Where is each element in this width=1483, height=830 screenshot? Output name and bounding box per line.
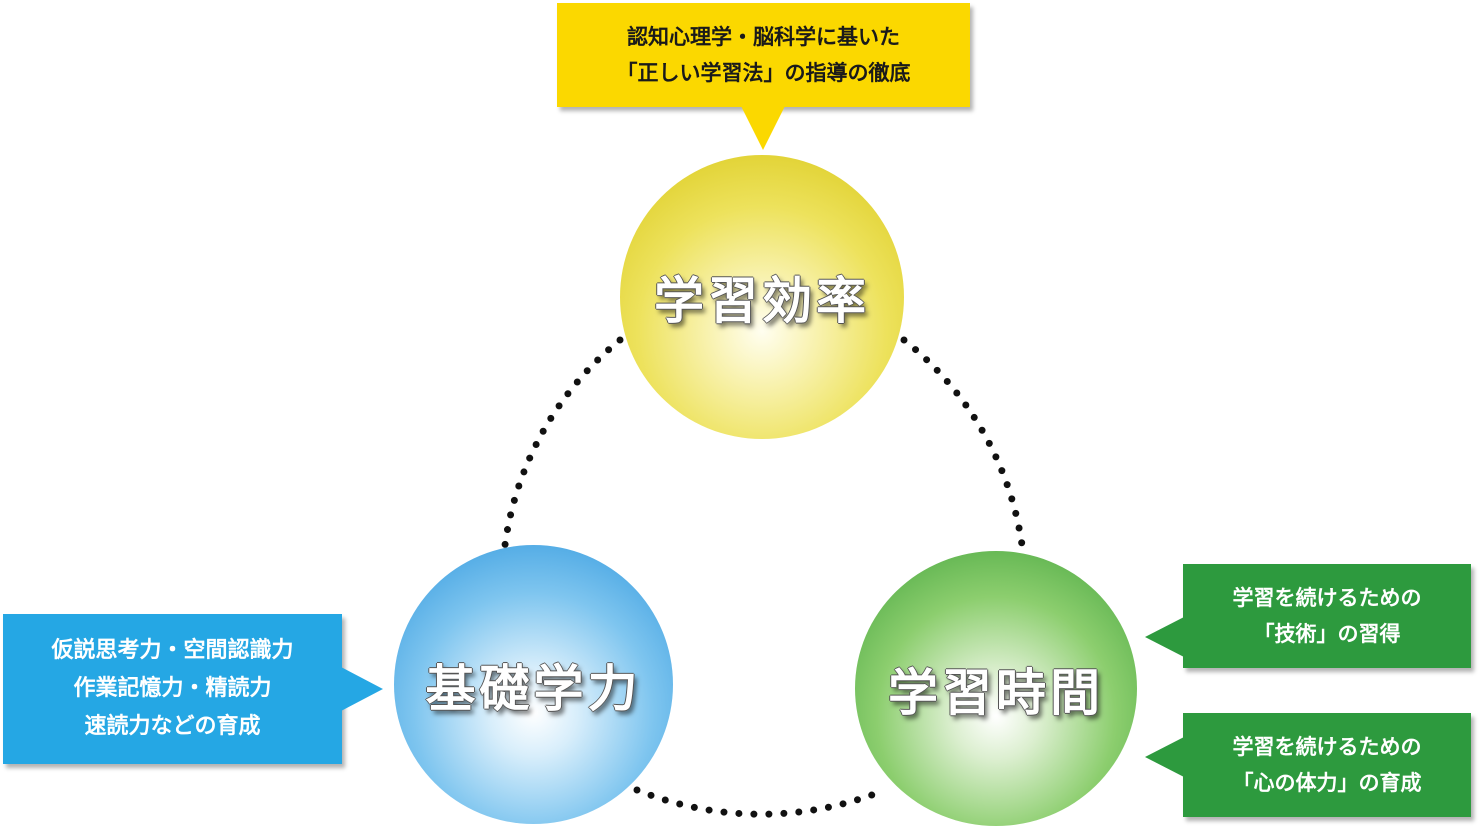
efficiency-node-label: 学習効率 bbox=[654, 272, 870, 330]
connector-left-arc bbox=[501, 336, 624, 549]
basic-skills-callout-line-3: 速読力などの育成 bbox=[84, 714, 261, 739]
basic-skills-callout-pointer bbox=[341, 667, 383, 711]
efficiency-callout-pointer bbox=[741, 106, 785, 150]
basic-skills-callout-line-1: 仮説思考力・空間認識力 bbox=[51, 638, 294, 663]
stamina-callout-line-1: 学習を続けるための bbox=[1232, 735, 1422, 759]
basic-skills-callout-line-2: 作業記憶力・精読力 bbox=[73, 676, 272, 701]
study-time-node-label: 学習時間 bbox=[888, 663, 1104, 722]
study-time-node: 学習時間 bbox=[855, 551, 1137, 826]
technique-callout-line-1: 学習を続けるための bbox=[1232, 586, 1422, 610]
technique-callout-pointer bbox=[1145, 617, 1184, 657]
efficiency-node: 学習効率 bbox=[620, 155, 904, 439]
efficiency-callout-line-1: 認知心理学・脳科学に基いた bbox=[627, 25, 900, 49]
basic-skills-node-label: 基礎学力 bbox=[425, 659, 642, 718]
connector-right-arc bbox=[900, 336, 1026, 549]
basic-skills-callout: 仮説思考力・空間認識力 作業記憶力・精読力 速読力などの育成 bbox=[3, 614, 342, 764]
technique-callout-line-2: 「技術」の習得 bbox=[1253, 622, 1401, 646]
technique-callout: 学習を続けるための 「技術」の習得 bbox=[1183, 564, 1471, 668]
stamina-callout-line-2: 「心の体力」の育成 bbox=[1232, 771, 1422, 795]
connector-bottom-arc bbox=[633, 786, 889, 818]
stamina-callout-pointer bbox=[1145, 737, 1184, 777]
efficiency-callout: 認知心理学・脳科学に基いた 「正しい学習法」の指導の徹底 bbox=[557, 3, 970, 107]
stamina-callout: 学習を続けるための 「心の体力」の育成 bbox=[1183, 713, 1471, 817]
basic-skills-node: 基礎学力 bbox=[394, 545, 673, 824]
efficiency-callout-line-2: 「正しい学習法」の指導の徹底 bbox=[616, 61, 911, 85]
